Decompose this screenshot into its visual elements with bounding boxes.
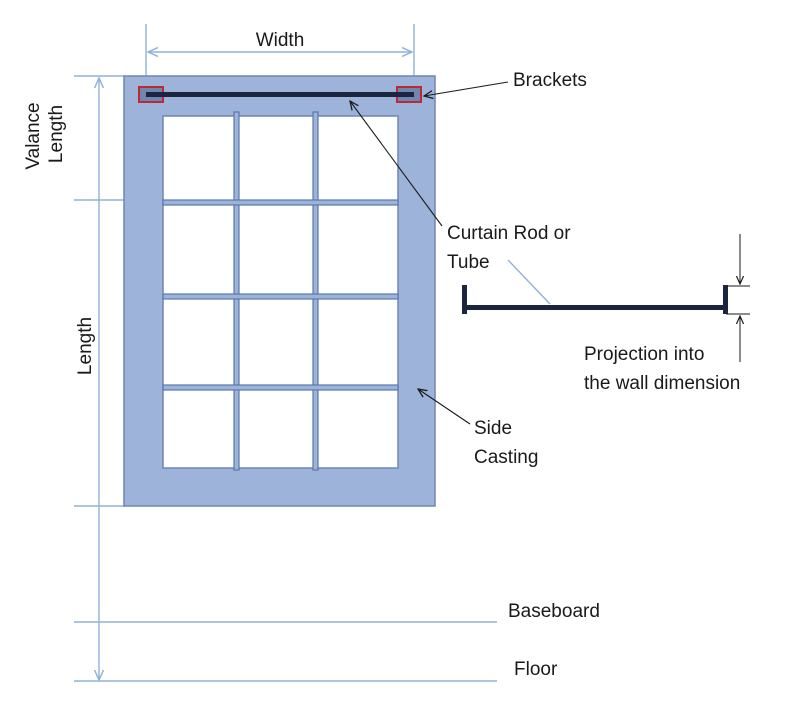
- valance-length-label-line2: Length: [46, 105, 67, 163]
- vertical-dimension: Valance Length Length: [23, 75, 124, 680]
- window: [123, 75, 436, 507]
- callout-arrows: [350, 81, 509, 425]
- window-muntins: [162, 111, 399, 471]
- curtain-rod: [138, 86, 422, 103]
- side-casting-label-line2: Casting: [474, 447, 538, 468]
- side-casting-arrow: [418, 389, 471, 425]
- baseboard-label: Baseboard: [508, 601, 600, 622]
- muntin-horizontal-1: [162, 199, 399, 206]
- width-label: Width: [256, 30, 305, 51]
- muntin-horizontal-3: [162, 384, 399, 391]
- side-rod-bracket-left: [462, 285, 467, 314]
- curtain-rod-label-line1: Curtain Rod or: [447, 223, 571, 244]
- length-label: Length: [75, 317, 96, 375]
- muntin-vertical-1: [233, 111, 240, 471]
- rod-side-view: [462, 234, 750, 362]
- side-casting-label-line1: Side: [474, 418, 512, 439]
- brackets-label: Brackets: [513, 70, 587, 91]
- window-glass: [162, 115, 399, 469]
- valance-length-label-line1: Valance: [23, 102, 44, 169]
- side-rod-bar: [467, 305, 723, 310]
- brackets-arrow: [424, 81, 509, 96]
- tube-pointer-line: [507, 259, 551, 305]
- muntin-vertical-2: [312, 111, 319, 471]
- curtain-rod-arrow: [350, 101, 443, 227]
- projection-label-line2: the wall dimension: [584, 373, 740, 394]
- muntin-horizontal-2: [162, 293, 399, 300]
- floor-label: Floor: [514, 659, 558, 680]
- projection-label-line1: Projection into: [584, 344, 704, 365]
- floor-lines: [74, 621, 497, 682]
- curtain-rod-label-line2: Tube: [447, 252, 490, 273]
- side-rod-bracket-right: [723, 285, 728, 314]
- width-dimension: Width: [145, 24, 415, 82]
- rod-bar: [146, 92, 414, 97]
